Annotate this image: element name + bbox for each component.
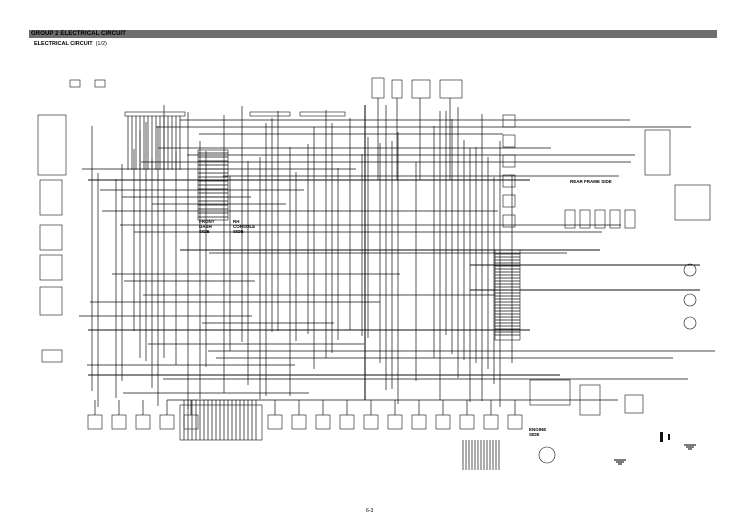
heavy-wires <box>88 105 700 465</box>
section-header: GROUP 2 ELECTRICAL CIRCUIT <box>31 31 127 37</box>
section-header-bar <box>29 30 717 38</box>
page-number: 6-3 <box>366 508 374 514</box>
label-rh-console-side: RH CONSOLE SIDE <box>233 219 256 234</box>
label-rear-frame-side: REAR FRAME SIDE <box>570 179 612 184</box>
components <box>37 77 711 464</box>
label-engine-side: ENGINE SIDE <box>529 427 547 437</box>
diagram-title-text: ELECTRICAL CIRCUIT <box>34 41 93 47</box>
wire-harness <box>79 98 715 470</box>
label-front-dash-side: FRONT DASH SIDE <box>199 219 215 234</box>
component-fills <box>660 432 670 442</box>
diagram-title: ELECTRICAL CIRCUIT(1/2) <box>34 41 107 48</box>
diagram-part: (1/2) <box>95 41 107 47</box>
